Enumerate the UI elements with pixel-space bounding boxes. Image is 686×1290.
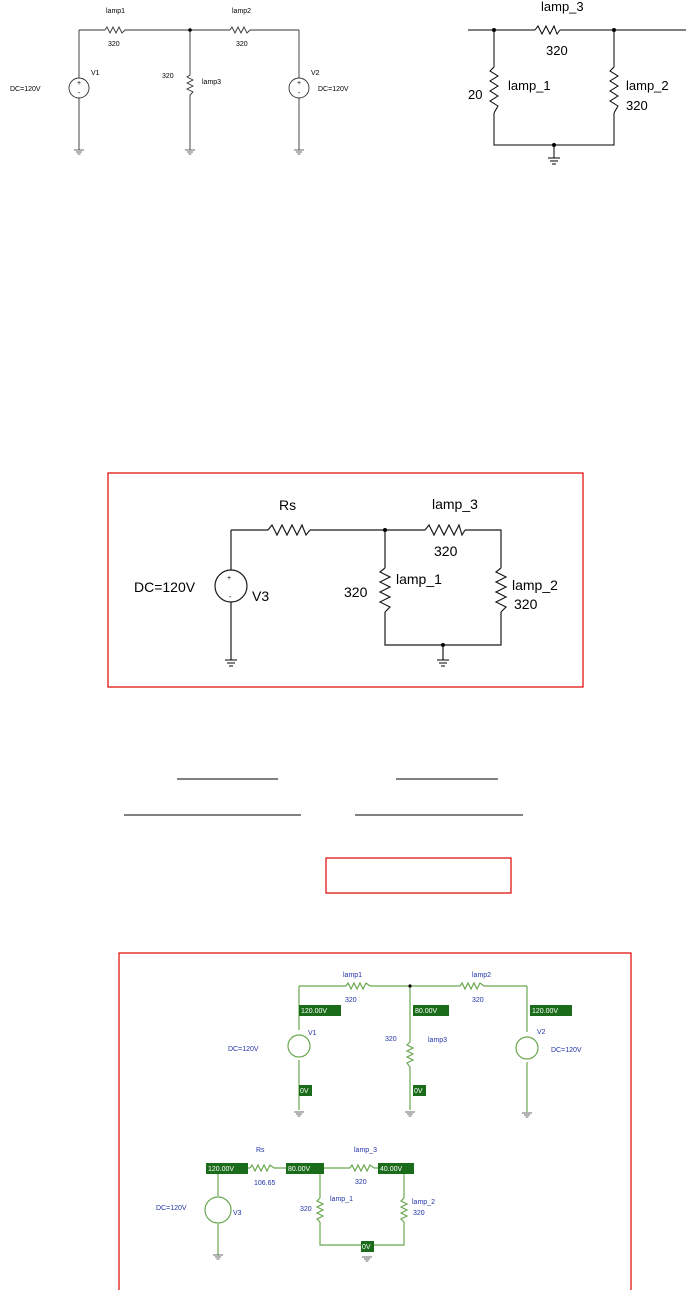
lamp2-resistor: [494, 567, 508, 613]
sim-a-r2-value: 320: [472, 997, 484, 1004]
c-left-value: 320: [344, 584, 368, 600]
svg-text:0V: 0V: [300, 1088, 309, 1095]
sim-b-rs-value: 106.65: [254, 1180, 276, 1187]
sim-b-volt-node-tag: 80.00V: [286, 1163, 324, 1174]
lamp2-resistor: [609, 66, 619, 114]
minus-sign: -: [229, 594, 232, 601]
svg-text:0V: 0V: [414, 1088, 423, 1095]
sim-b-top-name: lamp_3: [354, 1147, 377, 1154]
b-left-value: 20: [468, 87, 482, 102]
v1-source: [68, 77, 90, 99]
sim-a-gnd-mid-tag: 0V: [413, 1085, 426, 1096]
c-v-name: V3: [252, 588, 269, 604]
sim-a-r2-name: lamp2: [472, 972, 491, 979]
v3-source: [214, 569, 248, 603]
svg-text:80.00V: 80.00V: [415, 1008, 438, 1015]
c-right-value: 320: [514, 596, 538, 612]
svg-text:120.00V: 120.00V: [301, 1008, 327, 1015]
rs-resistor: [267, 523, 311, 537]
sim-b-gnd-tag: 0V: [361, 1241, 374, 1252]
a-r2-value: 320: [236, 41, 248, 48]
b-left-name: lamp_1: [508, 78, 551, 93]
fraction-lines: [124, 778, 523, 816]
svg-text:40.00V: 40.00V: [380, 1166, 403, 1173]
sim-b-left-name: lamp_1: [330, 1196, 353, 1203]
sim-b-volt-src-tag: 120.00V: [206, 1163, 248, 1174]
circuit-c: + - Rs lamp_3 320 lamp_1 320 lamp_2 320 …: [107, 472, 584, 688]
a-v1-value: DC=120V: [10, 86, 41, 93]
svg-text:-: -: [298, 90, 301, 97]
svg-text:80.00V: 80.00V: [288, 1166, 311, 1173]
lamp3-resistor: [185, 74, 195, 96]
a-r3-value: 320: [162, 73, 174, 80]
lamp2-resistor: [229, 25, 251, 35]
sim-b-left-value: 320: [300, 1206, 312, 1213]
lamp1-resistor: [489, 66, 499, 114]
sim-a-r3-name: lamp3: [428, 1037, 447, 1044]
sim-a-r1-name: lamp1: [343, 972, 362, 979]
svg-text:120.00V: 120.00V: [208, 1166, 234, 1173]
sim-b-top-value: 320: [355, 1179, 367, 1186]
b-top-name: lamp_3: [541, 0, 584, 14]
sim-b-v-name: V3: [233, 1210, 242, 1217]
sim-a-gnd-left-tag: 0V: [299, 1085, 312, 1096]
svg-text:120.00V: 120.00V: [532, 1008, 558, 1015]
svg-text:0V: 0V: [362, 1244, 371, 1251]
svg-text:-: -: [78, 90, 81, 97]
b-top-value: 320: [546, 43, 568, 58]
circuit-a: + - + - lamp1 320 lamp2 320 320 lamp3 V1 D…: [10, 8, 349, 155]
sim-a-v1-name: V1: [308, 1030, 317, 1037]
simulation-panel: 120.00V 80.00V 120.00V 0V 0V lamp1 320 l…: [118, 952, 632, 1290]
sim-b-volt-right-tag: 40.00V: [378, 1163, 414, 1174]
b-right-name: lamp_2: [626, 78, 669, 93]
sim-a-volt-right-tag: 120.00V: [530, 1005, 572, 1016]
sim-b-v-value: DC=120V: [156, 1205, 187, 1212]
a-r1-name: lamp1: [106, 8, 125, 15]
circuit-b: lamp_3 320 lamp_1 20 lamp_2 320: [468, 0, 686, 165]
sim-a-volt-left-tag: 120.00V: [299, 1005, 341, 1016]
sim-b-right-value: 320: [413, 1210, 425, 1217]
svg-text:+: +: [297, 80, 301, 87]
sim-a-r1-value: 320: [345, 997, 357, 1004]
sim-a-v2-value: DC=120V: [551, 1047, 582, 1054]
a-v1-name: V1: [91, 70, 100, 77]
c-rs-name: Rs: [279, 497, 296, 513]
answer-box: [325, 857, 512, 894]
a-r1-value: 320: [108, 41, 120, 48]
a-r2-name: lamp2: [232, 8, 251, 15]
c-top-value: 320: [434, 543, 458, 559]
lamp1-resistor: [104, 25, 126, 35]
v2-source: [288, 77, 310, 99]
sim-a-r3-value: 320: [385, 1036, 397, 1043]
sim-a-volt-mid-tag: 80.00V: [413, 1005, 449, 1016]
a-v2-name: V2: [311, 70, 320, 77]
sim-b-rs-name: Rs: [256, 1147, 265, 1154]
plus-sign: +: [227, 575, 231, 582]
sim-a-v1-value: DC=120V: [228, 1046, 259, 1053]
lamp1-resistor: [378, 567, 392, 613]
sim-a-v2-name: V2: [537, 1029, 546, 1036]
a-r3-name: lamp3: [202, 79, 221, 86]
c-right-name: lamp_2: [512, 577, 558, 593]
a-v2-value: DC=120V: [318, 86, 349, 93]
c-v-value: DC=120V: [134, 579, 196, 595]
lamp3-resistor: [424, 523, 466, 537]
lamp3-resistor: [534, 24, 561, 36]
c-left-name: lamp_1: [396, 571, 442, 587]
svg-text:+: +: [77, 80, 81, 87]
sim-b-right-name: lamp_2: [412, 1199, 435, 1206]
simulation-frame: [118, 952, 632, 1290]
circuit-c-frame: [107, 472, 584, 688]
c-top-name: lamp_3: [432, 496, 478, 512]
b-right-value: 320: [626, 98, 648, 113]
